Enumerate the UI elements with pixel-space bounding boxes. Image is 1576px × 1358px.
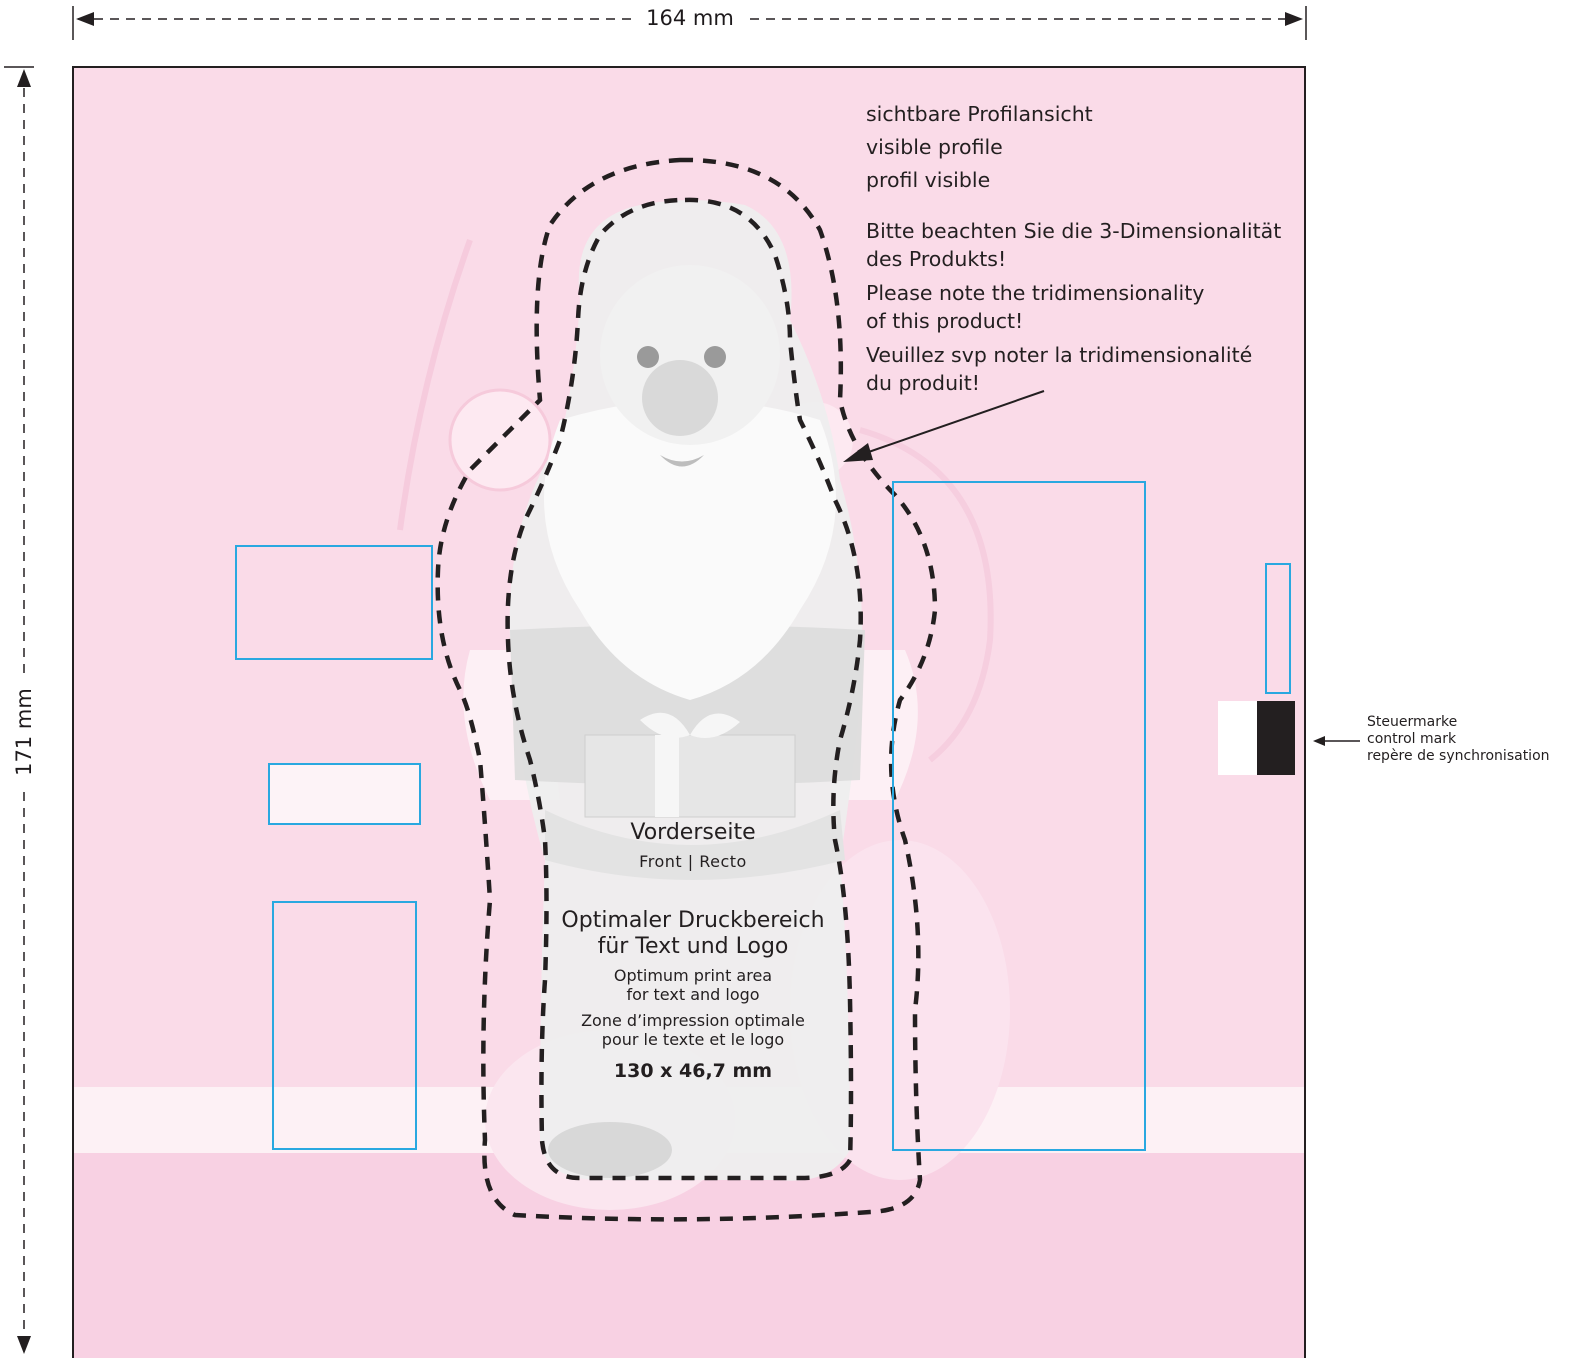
print-area-fr: Zone d’impression optimale pour le texte… xyxy=(553,1011,833,1049)
note-en-line-2: of this product! xyxy=(866,309,1024,333)
print-area-en-line-2: for text and logo xyxy=(626,985,760,1004)
control-mark-label: Steuermarke control mark repère de synch… xyxy=(1367,714,1550,765)
print-area-title: Optimaler Druckbereich für Text und Logo xyxy=(543,908,843,960)
note-fr-line-2: du produit! xyxy=(866,371,981,395)
guide-box-right-small xyxy=(1265,563,1291,694)
print-area-fr-line-1: Zone d’impression optimale xyxy=(581,1011,805,1030)
front-subtitle: Front | Recto xyxy=(639,852,747,871)
print-area-fr-line-2: pour le texte et le logo xyxy=(601,1030,785,1049)
info-notes: sichtbare Profilansicht visible profile … xyxy=(866,100,1306,397)
control-mark-line-en: control mark xyxy=(1367,731,1457,747)
profile-line-de: sichtbare Profilansicht xyxy=(866,102,1093,126)
print-area-title-line-1: Optimaler Druckbereich xyxy=(561,908,825,933)
profile-line-fr: profil visible xyxy=(866,168,991,192)
front-title: Vorderseite xyxy=(630,820,756,845)
height-dimension xyxy=(0,66,48,1356)
print-area-en-line-1: Optimum print area xyxy=(613,966,773,985)
control-mark-line-fr: repère de synchronisation xyxy=(1367,748,1550,764)
width-dimension: 164 mm xyxy=(72,0,1308,40)
note-en-line-1: Please note the tridimensionality xyxy=(866,281,1205,305)
control-mark-black xyxy=(1257,701,1295,775)
guide-box-left-bottom xyxy=(272,901,417,1150)
control-mark-line-de: Steuermarke xyxy=(1367,714,1458,730)
guide-box-left-top xyxy=(235,545,433,660)
note-de-line-2: des Produkts! xyxy=(866,247,1007,271)
note-de-line-1: Bitte beachten Sie die 3-Dimensionalität xyxy=(866,219,1282,243)
print-area-title-line-2: für Text und Logo xyxy=(597,934,789,959)
guide-box-left-middle xyxy=(268,763,421,825)
print-area-size: 130 x 46,7 mm xyxy=(613,1060,773,1082)
control-mark-white xyxy=(1218,701,1258,775)
note-fr-line-1: Veuillez svp noter la tridimensionalité xyxy=(866,343,1253,367)
guide-box-right-large xyxy=(892,481,1146,1151)
width-label: 164 mm xyxy=(632,6,748,30)
height-dimension-line xyxy=(4,66,34,1354)
print-area-en: Optimum print area for text and logo xyxy=(563,966,823,1004)
profile-line-en: visible profile xyxy=(866,135,1003,159)
outer-profile-outline xyxy=(435,157,938,1222)
